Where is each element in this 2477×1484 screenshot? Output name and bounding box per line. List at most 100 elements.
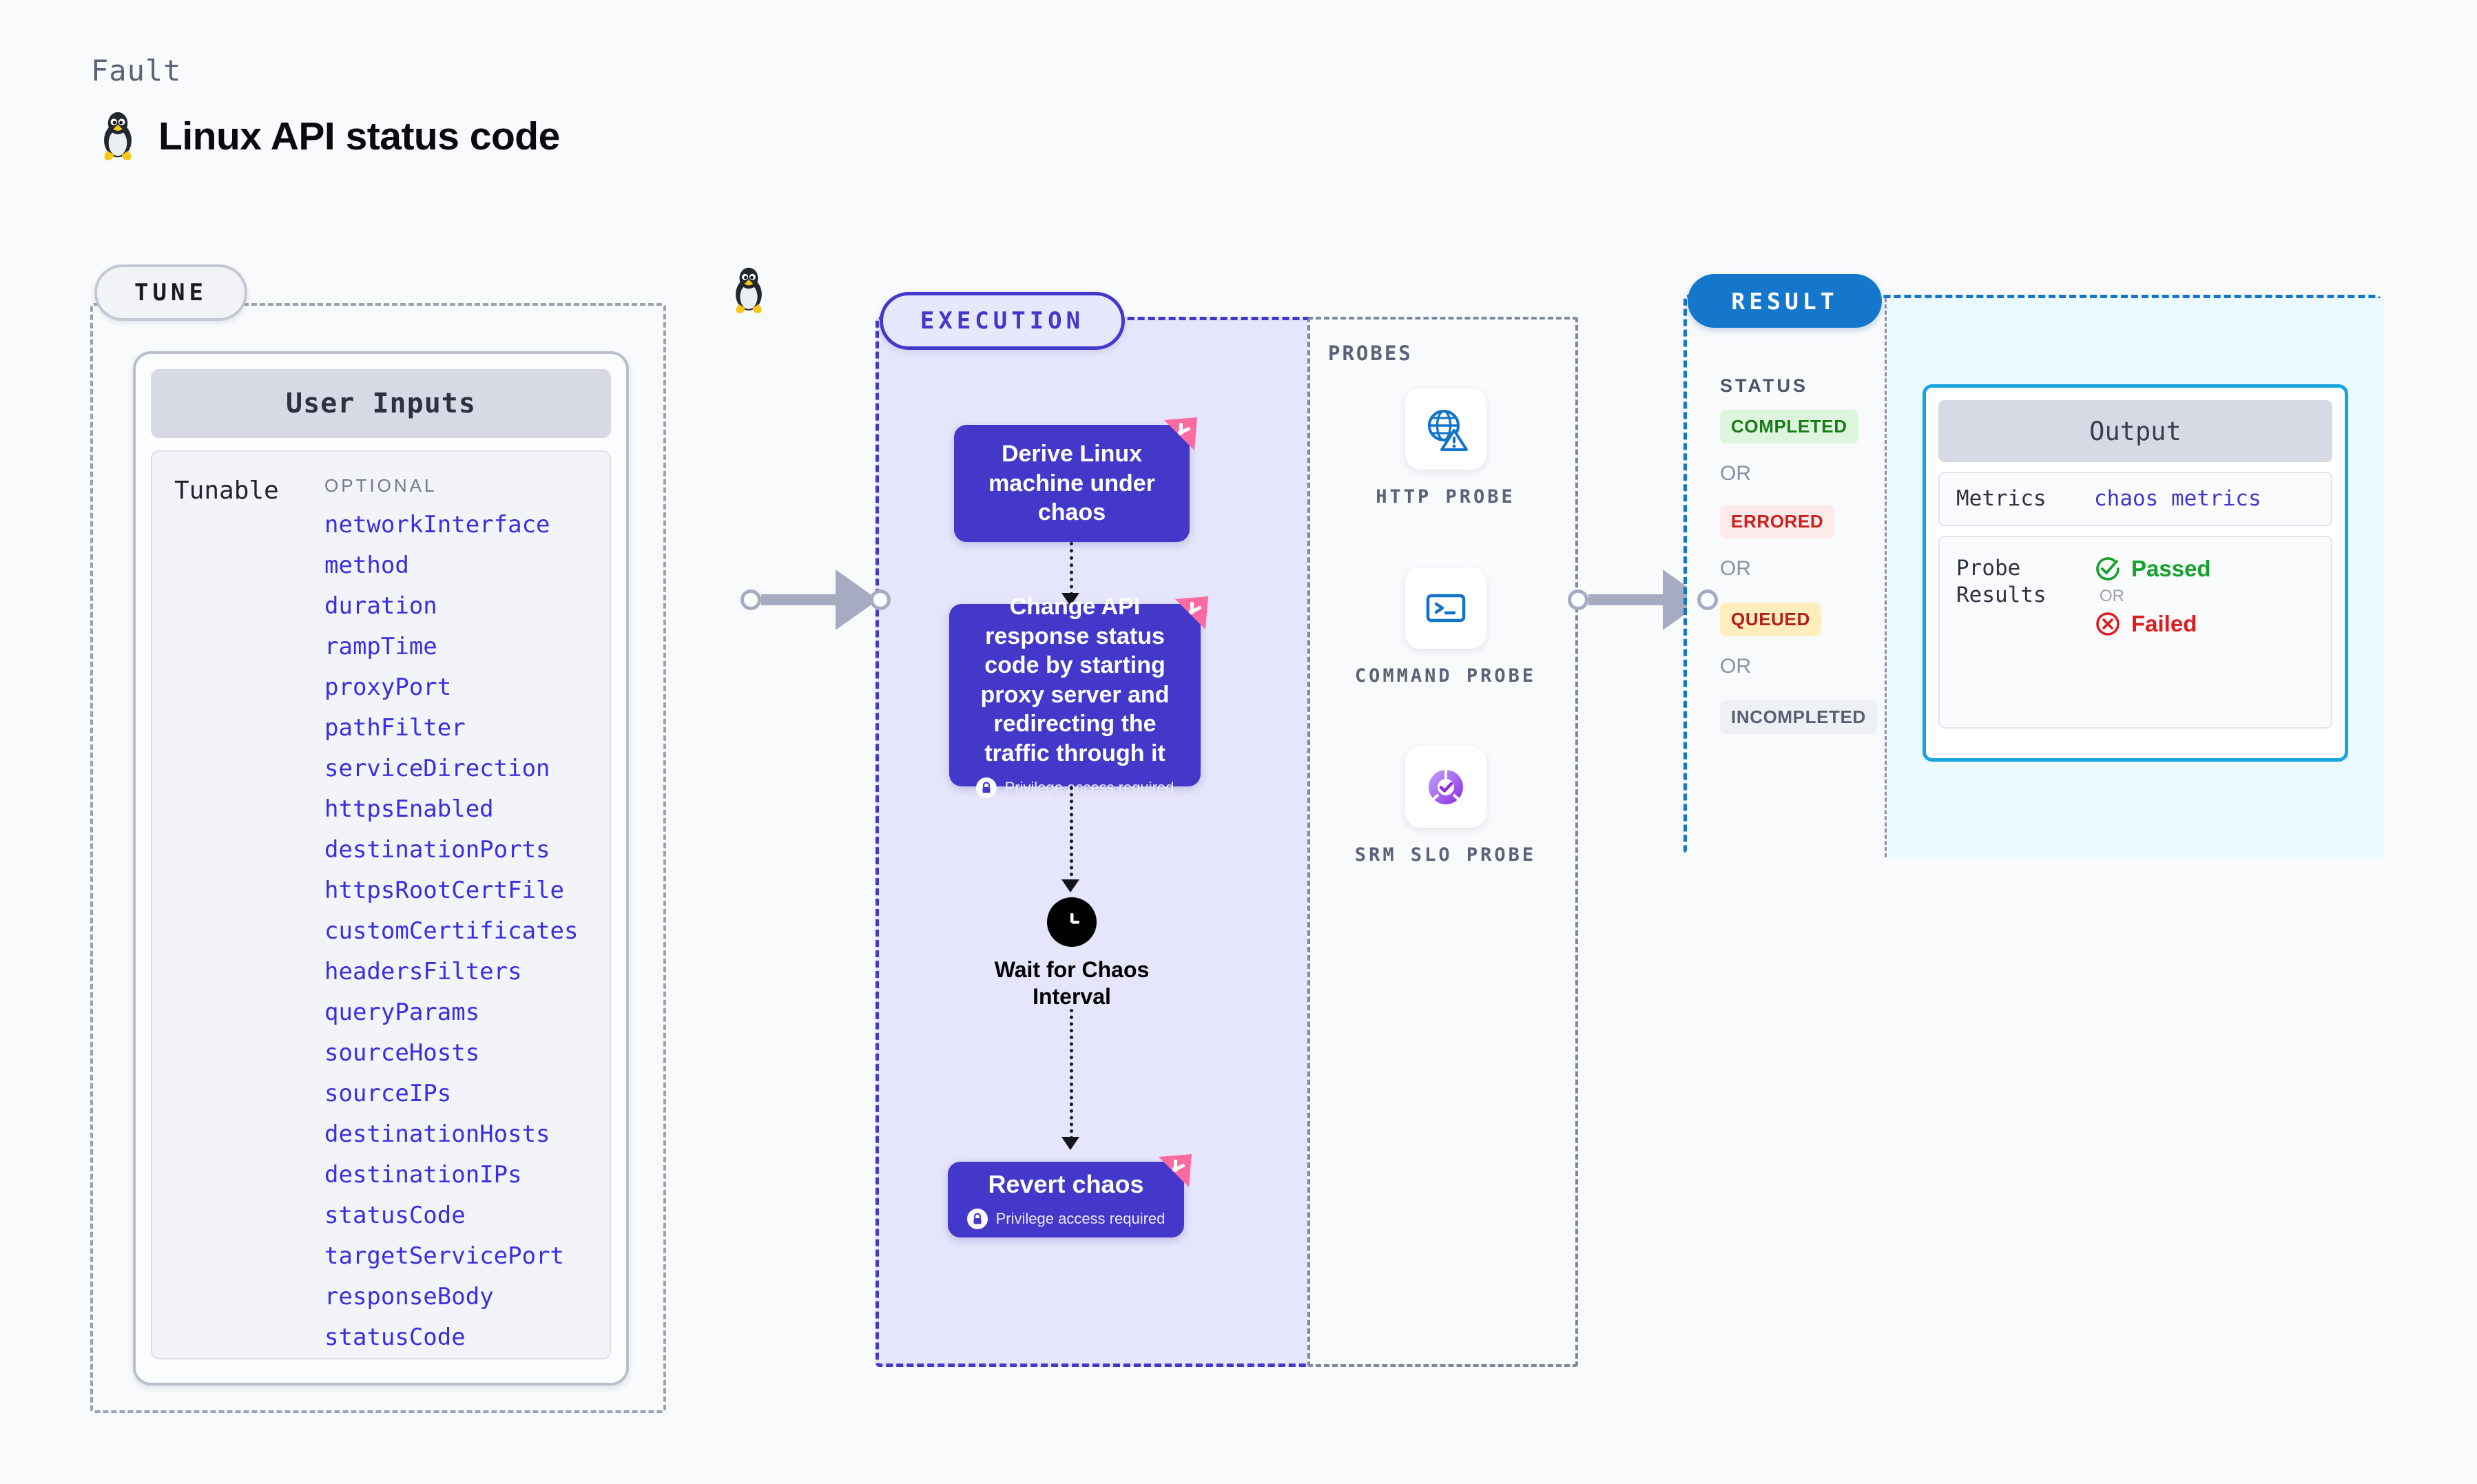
tunable-item[interactable]: headersFilters — [324, 958, 522, 985]
tune-panel: User Inputs Tunable OPTIONAL networkInte… — [90, 303, 666, 1413]
tunable-item[interactable]: destinationIPs — [324, 1161, 522, 1189]
x-circle-icon — [2096, 612, 2120, 636]
connector-start-dot — [740, 589, 761, 610]
status-column: STATUS COMPLETED OR ERRORED OR QUEUED OR… — [1687, 298, 1887, 857]
schedule-flag-icon — [1164, 417, 1197, 450]
linux-penguin-icon-connector — [736, 267, 762, 313]
terminal-icon — [1426, 594, 1465, 623]
tunable-item[interactable]: customCertificates — [324, 917, 579, 945]
user-inputs-body: Tunable OPTIONAL networkInterface method d… — [151, 450, 611, 1359]
lock-icon — [975, 777, 997, 798]
connector-start-dot — [1568, 589, 1588, 610]
tunable-items-list: networkInterface method duration rampTime pr… — [324, 513, 610, 1349]
execution-node-label: Revert chaos — [988, 1170, 1144, 1198]
probe-tile — [1405, 746, 1486, 828]
optional-tag: OPTIONAL — [324, 475, 437, 496]
connector-end-dot — [870, 589, 891, 610]
flow-arrow-3 — [1061, 1137, 1079, 1150]
passed-label: Passed — [2131, 555, 2211, 581]
tunable-item[interactable]: httpsRootCertFile — [324, 877, 564, 904]
execution-node-change-status[interactable]: Change API response status code by start… — [949, 594, 1208, 798]
globe-warning-icon — [1427, 410, 1468, 451]
connector-end-dot — [1697, 589, 1718, 610]
output-row-probe-results: Probe Results Passed OR — [1938, 535, 2332, 729]
tunable-item[interactable]: queryParams — [324, 999, 480, 1026]
probe-http[interactable]: HTTP PROBE — [1310, 388, 1581, 510]
connector-line — [761, 594, 837, 605]
wait-label: Wait for Chaos Interval — [994, 957, 1150, 1010]
probes-panel: PROBES HTTP PROBE — [1307, 317, 1578, 1367]
connector-line — [1588, 594, 1664, 605]
probe-tile — [1405, 567, 1486, 649]
probes-title: PROBES — [1328, 342, 1413, 365]
failed-label: Failed — [2131, 610, 2197, 636]
fault-eyebrow: Fault — [91, 54, 182, 87]
tunable-item[interactable]: responseBody — [324, 1283, 494, 1310]
clock-icon — [1047, 897, 1097, 947]
execution-node-derive[interactable]: Derive Linux machine under chaos — [954, 417, 1197, 542]
probe-label: HTTP PROBE — [1376, 486, 1515, 508]
result-badge[interactable]: RESULT — [1688, 274, 1882, 328]
flow-arrow-1 — [1061, 593, 1079, 606]
privilege-text: Privilege access required — [995, 1210, 1165, 1227]
output-card: Output Metrics chaos metrics Probe Resul… — [1922, 384, 2348, 762]
flow-line-1 — [1070, 542, 1073, 596]
tunable-item[interactable]: sourceHosts — [324, 1039, 480, 1067]
schedule-flag-icon — [1159, 1154, 1192, 1187]
status-or-3: OR — [1720, 655, 1751, 678]
tunable-item[interactable]: serviceDirection — [324, 755, 550, 782]
probe-results-values: Passed OR Failed — [2094, 555, 2211, 638]
execution-node-label: Derive Linux machine under chaos — [988, 441, 1155, 526]
probe-tile — [1405, 388, 1486, 470]
probe-label: COMMAND PROBE — [1354, 665, 1537, 687]
output-title: Output — [1938, 400, 2332, 462]
flow-line-3 — [1070, 1009, 1073, 1140]
tunable-item[interactable]: sourceIPs — [324, 1080, 452, 1107]
status-badge-completed: COMPLETED — [1720, 410, 1858, 443]
probe-command[interactable]: COMMAND PROBE — [1310, 567, 1581, 689]
tunable-item[interactable]: proxyPort — [324, 673, 452, 701]
user-inputs-card: User Inputs Tunable OPTIONAL networkInte… — [133, 351, 629, 1386]
output-zone: Output Metrics chaos metrics Probe Resul… — [1887, 298, 2384, 857]
execution-badge[interactable]: EXECUTION — [880, 292, 1125, 350]
privilege-note: Privilege access required — [975, 777, 1174, 798]
status-title: STATUS — [1720, 375, 1808, 396]
execution-node-label: Change API response status code by start… — [980, 594, 1170, 766]
status-or-2: OR — [1720, 557, 1751, 580]
page-title: Linux API status code — [158, 114, 560, 158]
probe-srm-slo[interactable]: SRM SLO PROBE — [1310, 746, 1581, 868]
tunable-label: Tunable — [174, 477, 279, 505]
tunable-item[interactable]: networkInterface — [324, 511, 550, 539]
metrics-key: Metrics — [1956, 486, 2046, 511]
optional-group: OPTIONAL networkInterface method duration r… — [324, 470, 610, 1358]
tune-badge[interactable]: TUNE — [94, 264, 247, 321]
tunable-item[interactable]: rampTime — [324, 633, 437, 660]
schedule-flag-icon — [1175, 596, 1208, 629]
tunable-item[interactable]: statusCode — [324, 1202, 466, 1229]
probe-result-or: OR — [2100, 586, 2124, 605]
flow-arrow-2 — [1061, 879, 1079, 892]
tunable-item[interactable]: destinationHosts — [324, 1120, 550, 1148]
lock-icon — [966, 1209, 988, 1229]
tunable-item[interactable]: httpsEnabled — [324, 795, 494, 823]
status-or-1: OR — [1720, 462, 1751, 485]
tunable-item[interactable]: statusCode — [324, 1324, 466, 1351]
linux-penguin-icon — [104, 112, 132, 160]
flow-line-2 — [1070, 786, 1073, 883]
check-circle-icon — [2096, 556, 2120, 581]
tunable-item[interactable]: method — [324, 552, 409, 579]
probe-result-passed: Passed — [2094, 555, 2211, 583]
privilege-text: Privilege access required — [1004, 779, 1174, 797]
tunable-item[interactable]: targetServicePort — [324, 1242, 564, 1270]
tunable-item[interactable]: duration — [324, 592, 437, 620]
execution-node-revert[interactable]: Revert chaos Privilege access required — [948, 1154, 1192, 1237]
user-inputs-title: User Inputs — [151, 369, 611, 438]
tunable-item[interactable]: destinationPorts — [324, 836, 550, 864]
wait-for-chaos-interval: Wait for Chaos Interval — [984, 897, 1160, 1010]
probe-label: SRM SLO PROBE — [1354, 844, 1537, 866]
metrics-value[interactable]: chaos metrics — [2094, 486, 2261, 512]
status-badge-incompleted: INCOMPLETED — [1720, 700, 1877, 734]
page-title-row: Linux API status code — [96, 110, 560, 163]
tunable-item[interactable]: pathFilter — [324, 714, 466, 742]
